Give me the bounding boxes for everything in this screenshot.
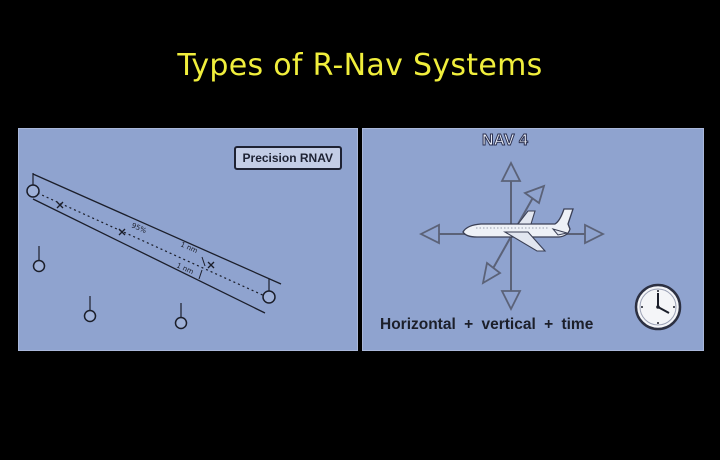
navaid-icon [174,303,188,330]
slide-title: Types of R-Nav Systems [177,48,543,83]
rnav-route-diagram: 95% 1 nm 1 nm [26,173,282,330]
arrow-left [418,223,440,245]
formula-vertical: vertical [481,316,536,333]
width-arrow-upper [201,256,206,267]
arrow-right [584,223,606,245]
clock-icon [634,283,682,331]
formula-horizontal: Horizontal [380,316,456,333]
nav4-label: NAV 4 [482,132,529,150]
formula-plus: + [464,316,474,333]
position-fix-mark [56,201,64,209]
formula-time: time [561,316,594,333]
position-fix-mark [118,228,126,236]
arrow-down [500,290,522,312]
start-waypoint [26,184,40,198]
corridor-lower-boundary [32,198,266,314]
formula-plus: + [544,316,554,333]
arrow-back [481,261,502,285]
navaid-icon [83,296,97,323]
width-arrow-lower [198,269,203,280]
end-waypoint [262,290,276,304]
nav4-diagram: NAV 4 Horizontal + vertical + time [362,128,704,351]
upper-width-label: 1 nm [179,241,199,256]
airplane-icon [462,208,574,252]
route-centerline [32,190,268,298]
position-fix-mark [207,261,215,269]
precision-rnav-badge: Precision RNAV [233,146,342,170]
nav4-formula: Horizontal + vertical + time [380,316,597,334]
arrow-forward [523,184,546,205]
direction-arrows-icon [418,160,682,331]
corridor-upper-boundary [32,173,282,285]
arrow-up [500,160,522,182]
navaid-icon [32,246,46,273]
precision-rnav-diagram: 95% 1 nm 1 nm Precision RNAV [18,128,358,351]
